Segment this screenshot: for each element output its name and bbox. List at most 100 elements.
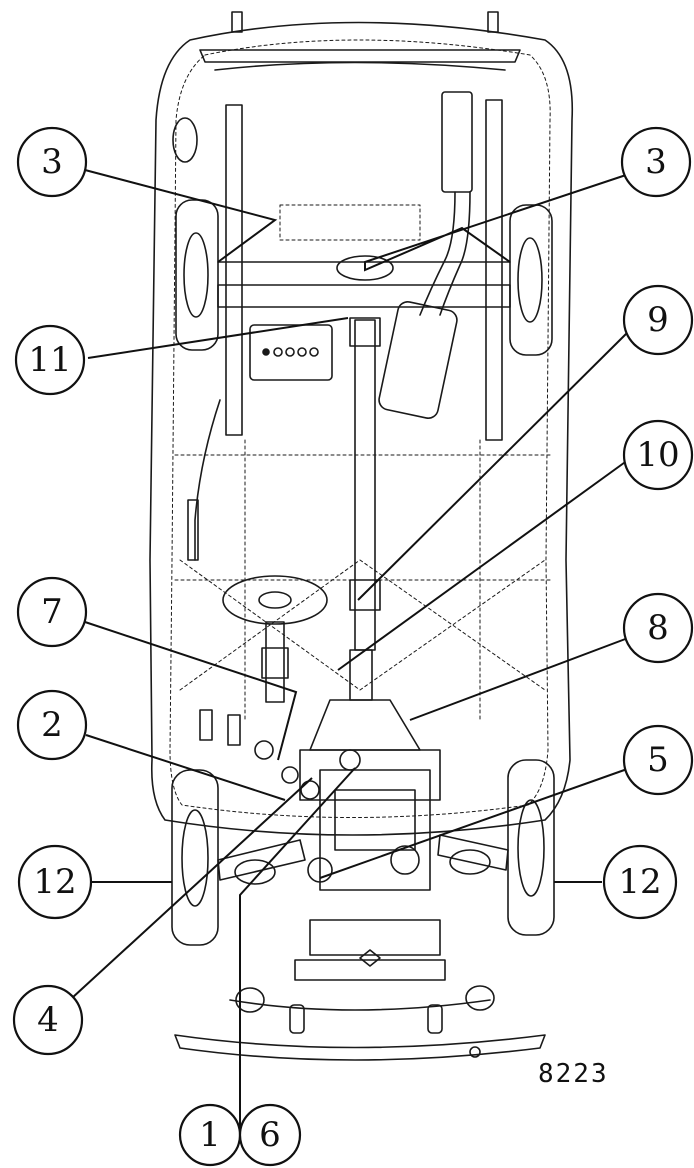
dynamo	[307, 857, 333, 883]
callout-6-label: 6	[259, 1115, 281, 1155]
callout-10: 10	[622, 419, 694, 491]
floor-x-brace	[179, 559, 546, 691]
callout-2-label: 2	[41, 705, 63, 745]
front-damper-left	[234, 859, 276, 885]
callout-12-right-label: 12	[618, 862, 661, 902]
front-bumper	[174, 1034, 546, 1061]
callout-1-label: 1	[199, 1115, 221, 1155]
battery-cell	[262, 348, 270, 356]
callout-11-label: 11	[28, 340, 71, 380]
spare-tyre-mark	[172, 117, 198, 163]
steering-box	[261, 647, 289, 679]
shaft-joint-rear	[349, 317, 381, 347]
rear-wheel-left	[175, 199, 219, 351]
callout-3-left-label: 3	[41, 142, 63, 182]
battery-box	[249, 324, 333, 381]
front-wheel-right-hub	[517, 799, 545, 897]
callout-8-label: 8	[647, 608, 669, 648]
leader-5	[319, 767, 631, 879]
pedal-bracket	[199, 709, 213, 741]
callout-7: 7	[16, 576, 88, 648]
callout-8: 8	[622, 592, 694, 664]
battery-cell	[309, 347, 319, 357]
cylinder-head	[334, 789, 416, 851]
propeller-shaft	[354, 319, 376, 651]
rear-shock-left	[225, 104, 243, 436]
leader-3-right	[364, 171, 636, 272]
differential	[336, 255, 394, 281]
steering-column	[265, 621, 285, 703]
brake-master	[300, 780, 320, 800]
rear-valance	[214, 61, 506, 71]
shaft-joint-mid	[349, 579, 381, 611]
oil-filter	[390, 845, 420, 875]
fuel-tank	[279, 204, 421, 241]
steering-wheel	[222, 575, 328, 625]
callout-4: 4	[12, 984, 84, 1056]
callout-6: 6	[238, 1103, 302, 1167]
body-outline	[149, 21, 574, 836]
front-wheel-right	[507, 759, 555, 936]
rear-wheel-right-hub	[517, 237, 543, 323]
rear-wheel-right	[509, 204, 553, 356]
callout-3-right-label: 3	[645, 142, 667, 182]
silencer	[378, 301, 458, 419]
front-apron	[229, 999, 491, 1011]
exhaust-pipe	[419, 191, 456, 316]
handbrake-rod	[187, 499, 199, 561]
overrider-left	[289, 1004, 305, 1034]
front-wheel-left-hub	[181, 809, 209, 907]
front-suspension-left	[217, 839, 306, 881]
body-inner-outline	[169, 39, 551, 818]
pedal-bracket-2	[227, 714, 241, 746]
callout-9: 9	[622, 284, 694, 356]
rear-wheel-left-hub	[183, 232, 209, 318]
callout-11: 11	[14, 324, 86, 396]
rear-shock-right	[485, 99, 503, 441]
callout-4-label: 4	[37, 1000, 59, 1040]
callout-2: 2	[16, 689, 88, 761]
front-crossmember	[294, 959, 446, 981]
leader-3-left	[84, 169, 278, 263]
gear-selector	[349, 649, 373, 701]
rear-hook-right	[487, 11, 499, 33]
handbrake-cable	[194, 399, 221, 561]
callout-3-right: 3	[620, 126, 692, 198]
callout-7-label: 7	[41, 592, 63, 632]
front-wheel-left	[171, 769, 219, 946]
steering-hub	[258, 591, 292, 609]
figure-number: 8223	[538, 1059, 609, 1089]
rear-bumper	[199, 49, 521, 63]
leader-11	[87, 317, 349, 359]
overrider-right	[427, 1004, 443, 1034]
gearbox	[309, 699, 421, 751]
leader-8	[409, 637, 629, 721]
rear-axle-beam	[217, 284, 511, 308]
callout-12-right: 12	[602, 844, 678, 920]
callout-3-left: 3	[16, 126, 88, 198]
leader-lines	[71, 169, 636, 1138]
battery-cell	[273, 347, 283, 357]
front-suspension-right	[437, 834, 509, 871]
gearbox-bell	[299, 749, 441, 801]
clutch-reservoir	[281, 766, 299, 784]
callout-1: 1	[178, 1103, 242, 1167]
callout-12-left: 12	[17, 844, 93, 920]
leader-2	[85, 734, 286, 801]
callout-5: 5	[622, 724, 694, 796]
radiator	[309, 919, 441, 956]
exhaust-tail	[441, 91, 473, 193]
brake-reservoir	[254, 740, 274, 760]
engine-block	[319, 769, 431, 891]
leader-1-6	[239, 767, 356, 1138]
floor-x-brace-2	[179, 559, 546, 691]
front-light-left	[235, 987, 265, 1013]
distributor	[339, 749, 361, 771]
callout-5-label: 5	[647, 740, 669, 780]
renault-diamond	[359, 949, 381, 967]
rear-hook-left	[231, 11, 243, 33]
exhaust-pipe-2	[439, 191, 471, 316]
callout-9-label: 9	[647, 300, 669, 340]
battery-cell	[285, 347, 295, 357]
